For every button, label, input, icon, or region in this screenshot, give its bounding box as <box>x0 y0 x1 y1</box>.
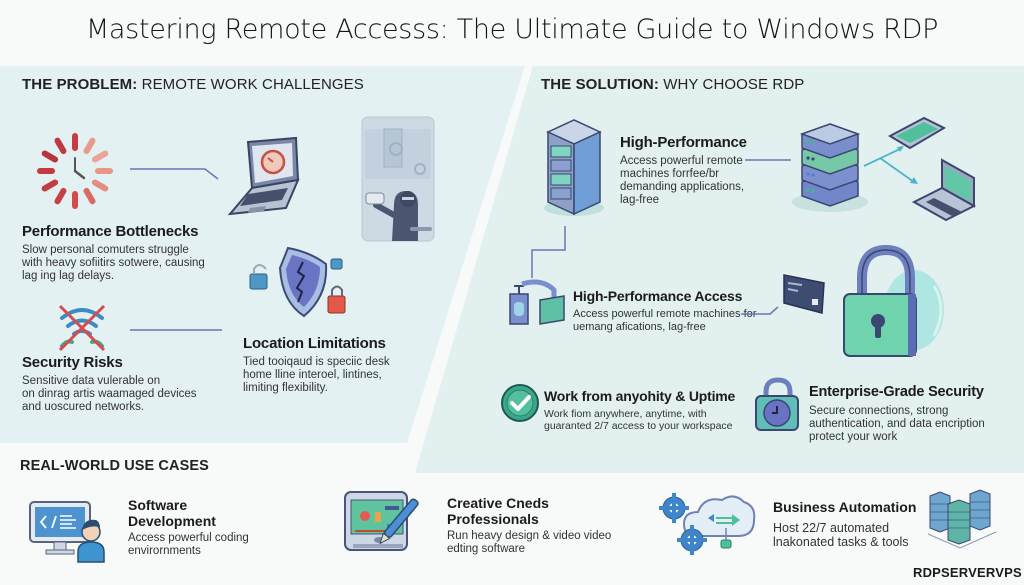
solution-heading-bold: THE SOLUTION: <box>541 76 659 93</box>
server-cluster-icon <box>927 489 997 549</box>
id-card-icon <box>783 274 825 314</box>
solution-item-enterprise-security: Enterprise-Grade Security Secure connect… <box>809 384 1009 444</box>
server-tower-icon <box>544 119 604 216</box>
item-desc-line: guaranted 2/7 access to your workspace <box>544 420 733 432</box>
problem-item-location: Location Limitations Tied tooiqaud is sp… <box>243 335 403 395</box>
item-desc-line: with heavy sofiitirs sotwere, causing <box>22 257 205 269</box>
tablet-icon <box>887 116 947 150</box>
check-badge-icon <box>501 384 539 422</box>
solution-heading-rest: WHY CHOOSE RDP <box>658 76 805 93</box>
use-cases-heading: REAL-WORLD USE CASES <box>20 458 209 474</box>
item-desc-line: limiting flexibility. <box>243 382 328 394</box>
design-tablet-icon <box>344 491 419 551</box>
no-wifi-icon <box>58 304 106 352</box>
laptop-icon <box>227 136 300 216</box>
use-case-desc-line: lnakonated tasks & tools <box>773 535 909 549</box>
problem-heading-rest: REMOTE WORK CHALLENGES <box>137 76 364 93</box>
item-desc-line: Access powerful remote <box>620 155 743 167</box>
item-desc-line: Slow personal comuters struggle <box>22 244 189 256</box>
item-desc-line: Tied tooiqaud is speciic desk <box>243 356 390 368</box>
item-desc-line: Secure connections, strong <box>809 405 949 417</box>
solution-item-work-anywhere: Work from anyohity & Uptime Work fiom an… <box>544 388 744 432</box>
laptop-icon <box>911 158 977 222</box>
use-case-title: Software <box>128 497 188 513</box>
connection-arrows <box>863 146 918 184</box>
thief-illustration <box>361 116 435 242</box>
use-case-title: Professionals <box>447 511 539 527</box>
item-desc-line: authentication, and data encription <box>809 418 985 430</box>
problem-item-security: Security Risks Sensitive data vulerable … <box>22 354 222 414</box>
solution-heading: THE SOLUTION: WHY CHOOSE RDP <box>541 76 804 93</box>
item-title: High-Performance <box>620 134 747 151</box>
item-title: Performance Bottlenecks <box>22 223 199 240</box>
item-title: Security Risks <box>22 354 123 371</box>
use-case-title: Creative Cneds <box>447 495 549 511</box>
item-desc-line: Work fiom anywhere, anytime, with <box>544 408 707 420</box>
connector-line <box>130 168 219 180</box>
item-desc-line: lag ing lag delays. <box>22 270 115 282</box>
connector-line <box>130 329 222 331</box>
padlock-icon <box>843 244 944 357</box>
use-case-creative-professionals: Creative Cneds Professionals Run heavy d… <box>447 495 657 556</box>
connector-line <box>745 159 791 161</box>
item-title: High-Performance Access <box>573 288 743 304</box>
broken-shield-icon <box>249 246 346 318</box>
automation-cloud-icon <box>659 493 756 555</box>
connector-line <box>741 306 779 315</box>
item-desc-line: protect your work <box>809 431 898 443</box>
connector-line <box>531 226 566 278</box>
use-case-title: Business Automation <box>773 499 917 515</box>
brand-logo-text: RDPSERVERVPS <box>913 565 1022 580</box>
remote-access-icon <box>509 279 565 325</box>
developer-icon <box>29 501 105 563</box>
use-case-title: Development <box>128 513 216 529</box>
lock-clock-icon <box>755 377 799 431</box>
use-case-desc-line: Access powerful coding <box>128 532 249 544</box>
loading-clock-icon <box>37 133 113 209</box>
solution-item-high-performance-access: High-Performance Access Access powerful … <box>573 288 758 334</box>
item-desc-line: Sensitive data vulerable on <box>22 375 161 387</box>
problem-item-performance: Performance Bottlenecks Slow personal co… <box>22 223 222 283</box>
solution-item-high-performance: High-Performance Access powerful remote … <box>620 134 770 207</box>
use-case-desc-line: envirornments <box>128 545 201 557</box>
item-desc-line: and uoscured networks. <box>22 401 145 413</box>
use-case-desc-line: Host 22/7 automated <box>773 521 890 535</box>
problem-heading-bold: THE PROBLEM: <box>22 76 138 93</box>
item-desc-line: machines forrfee/br <box>620 168 720 180</box>
item-title: Location Limitations <box>243 335 386 352</box>
item-desc-line: home lline interoel, lintines, <box>243 369 382 381</box>
item-desc-line: Access powerful remote machines for <box>573 308 757 320</box>
use-case-desc-line: Run heavy design & video video <box>447 530 612 542</box>
item-desc-line: demanding applications, <box>620 181 745 193</box>
item-desc-line: lag-free <box>620 194 659 206</box>
server-stack-icon <box>792 123 868 212</box>
item-title: Enterprise-Grade Security <box>809 384 984 400</box>
problem-heading: THE PROBLEM: REMOTE WORK CHALLENGES <box>22 76 364 93</box>
use-case-desc-line: edting software <box>447 543 525 555</box>
page-title: Mastering Remote Accesss: The Ultimate G… <box>85 14 939 45</box>
item-title: Work from anyohity & Uptime <box>544 388 736 404</box>
item-desc-line: uemang afications, lag-free <box>573 321 706 333</box>
use-case-software-development: Software Development Access powerful cod… <box>128 497 328 558</box>
use-case-business-automation: Business Automation Host 22/7 automated … <box>773 499 923 549</box>
item-desc-line: on dinrag artis waamaged devices <box>22 388 197 400</box>
